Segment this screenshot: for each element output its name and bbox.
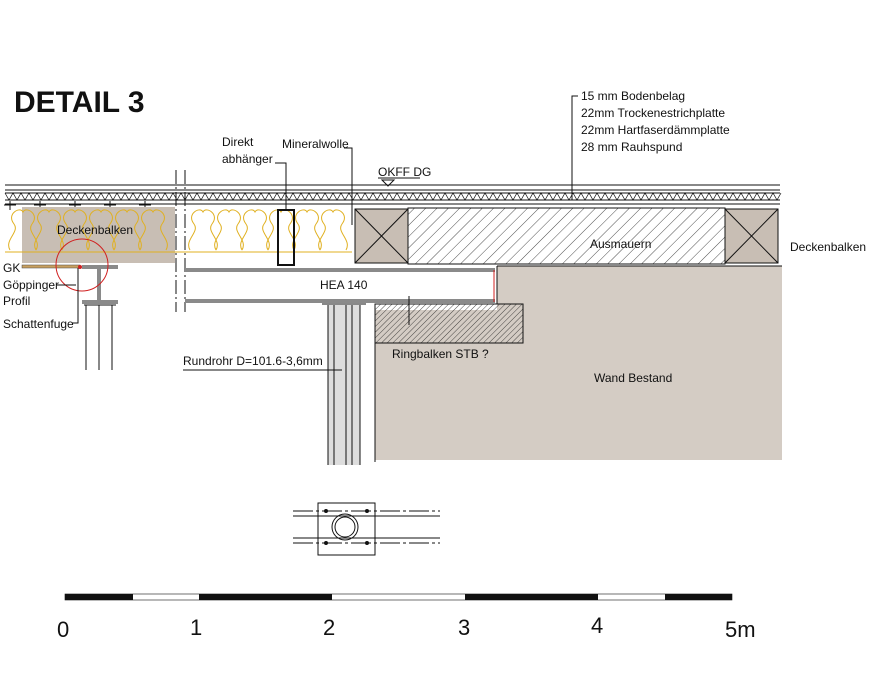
deckenbalken-section-2: [724, 208, 779, 264]
hea-140-beam: [185, 268, 495, 303]
direct-hanger: [277, 209, 295, 266]
scale-tick-3: 3: [458, 615, 470, 640]
scale-tick-4: 4: [591, 613, 603, 638]
label-okff: OKFF DG: [378, 165, 431, 179]
gk-board: [21, 264, 81, 269]
label-deckenbalken-left: Deckenbalken: [57, 223, 133, 237]
existing-wall: [375, 266, 782, 460]
mineralwolle-leader: [344, 147, 353, 225]
markup-circle: [55, 238, 109, 292]
label-rundrohr: Rundrohr D=101.6-3,6mm: [183, 354, 323, 368]
scale-tick-2: 2: [323, 615, 335, 640]
mineral-wool-insulation: [8, 209, 348, 251]
label-ringbalken: Ringbalken STB ?: [392, 347, 489, 361]
deckenbalken-left-beam: [22, 207, 175, 263]
scale-tick-1: 1: [190, 615, 202, 640]
label-gk: GK: [3, 261, 20, 275]
layer-2: 22mm Trockenestrichplatte: [581, 106, 725, 120]
scale-tick-5m: 5m: [725, 617, 756, 642]
label-direkt: Direkt: [222, 135, 254, 149]
rundrohr-column: [322, 303, 366, 465]
level-marker-icon: [380, 179, 396, 187]
drawing-title: DETAIL 3: [14, 86, 145, 119]
hanger-leader: [275, 162, 287, 210]
label-profil: Profil: [3, 294, 30, 308]
label-ausmauern: Ausmauern: [590, 237, 651, 251]
layer-3: 22mm Hartfaserdämmplatte: [581, 123, 730, 137]
layer-1: 15 mm Bodenbelag: [581, 89, 685, 103]
scale-tick-0: 0: [57, 617, 69, 642]
break-lines: [175, 170, 186, 312]
deckenbalken-section-1: [354, 208, 409, 264]
goeppinger-profile: [82, 265, 118, 370]
label-mineralwolle: Mineralwolle: [282, 137, 349, 151]
label-wand-bestand: Wand Bestand: [594, 371, 672, 385]
label-schattenfuge: Schattenfuge: [3, 317, 74, 331]
label-deckenbalken-right: Deckenbalken: [790, 240, 866, 254]
label-hea-140: HEA 140: [320, 278, 368, 292]
label-abhaenger: abhänger: [222, 152, 273, 166]
label-goeppinger: Göppinger: [3, 278, 59, 292]
column-plan-detail: [293, 502, 440, 556]
floor-layers: [4, 184, 782, 205]
layers-leader: [571, 95, 578, 200]
layer-4: 28 mm Rauhspund: [581, 140, 682, 154]
ausmauern-masonry: [407, 207, 726, 265]
scale-bar: [64, 593, 733, 601]
ringbalken: [374, 303, 524, 344]
